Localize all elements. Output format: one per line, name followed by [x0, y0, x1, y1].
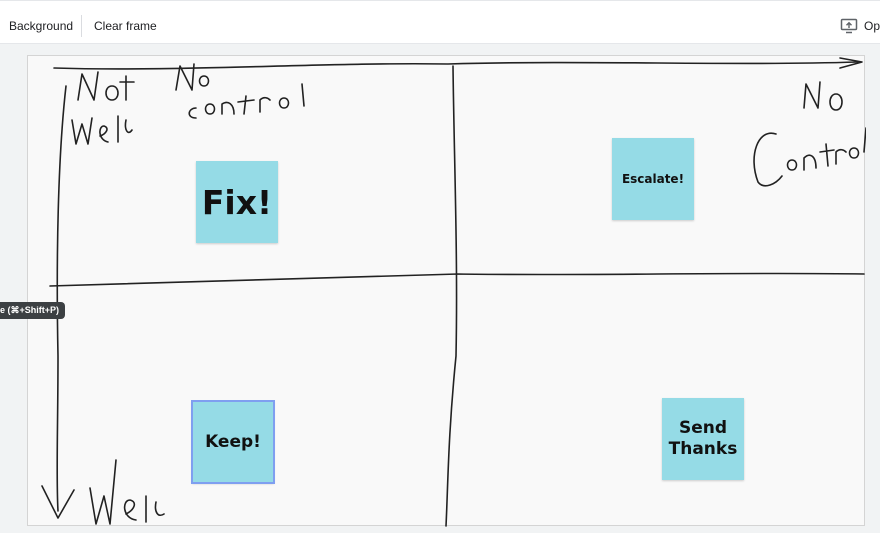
- toolbar-divider: [81, 15, 82, 37]
- handwriting-ink[interactable]: [28, 56, 866, 527]
- sticky-note-send-thanks[interactable]: Send Thanks: [662, 398, 744, 480]
- present-screen-icon: [840, 18, 858, 34]
- sticky-note-fix[interactable]: Fix!: [196, 161, 278, 243]
- background-button[interactable]: Background: [9, 19, 74, 33]
- send-thanks-line2: Thanks: [668, 439, 738, 459]
- jamboard-frame[interactable]: Fix! Escalate! Keep! Send Thanks: [27, 55, 866, 527]
- sticky-note-escalate[interactable]: Escalate!: [612, 138, 694, 220]
- sticky-note-keep[interactable]: Keep!: [191, 400, 275, 484]
- open-button[interactable]: Ope: [840, 16, 880, 36]
- clear-frame-button[interactable]: Clear frame: [94, 19, 157, 33]
- shortcut-tooltip: e (⌘+Shift+P): [0, 302, 66, 319]
- open-label: Ope: [864, 19, 880, 33]
- toolbar: Background Clear frame Ope: [0, 0, 880, 44]
- send-thanks-line1: Send: [678, 418, 728, 438]
